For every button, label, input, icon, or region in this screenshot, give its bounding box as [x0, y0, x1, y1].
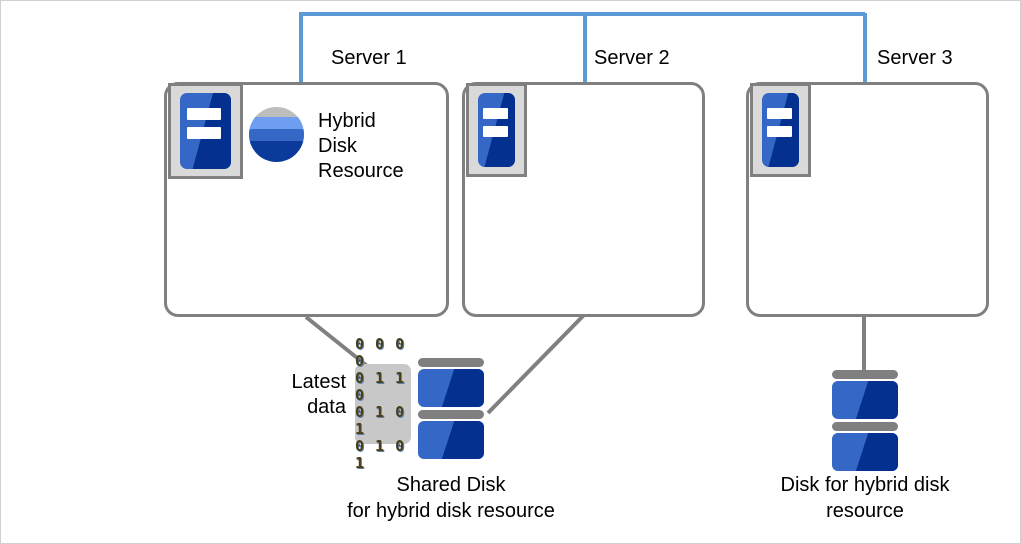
server-chassis [478, 93, 515, 167]
server-1-network-label: Server 1 [331, 47, 407, 69]
local-disk-icon[interactable] [832, 370, 898, 474]
local-disk-caption: Disk for hybrid disk resource [715, 472, 1015, 524]
data-bit-row-2: 0 1 1 0 [355, 369, 406, 404]
disk-platter-bar-2 [418, 410, 484, 419]
latest-data-label: Latest data [201, 370, 346, 420]
disk-platter-bar-2 [832, 422, 898, 431]
local-disk-caption-line-2: resource [826, 500, 904, 522]
disk-platter-shade [418, 369, 484, 407]
disk-platter-shade [832, 433, 898, 471]
server-chassis [762, 93, 799, 167]
server-slot-bar-1 [187, 108, 221, 120]
data-bit-row-1: 0 0 0 0 [355, 335, 406, 370]
disk-platter-bar-1 [418, 358, 484, 367]
latest-data-line-1: Latest [291, 371, 346, 393]
disk-platter-2 [418, 421, 484, 459]
server-slot-bar-2 [767, 126, 792, 138]
server-3-network-label: Server 3 [877, 47, 953, 69]
latest-data-line-2: data [307, 396, 346, 418]
server-2-network-label: Server 2 [594, 47, 670, 69]
connector-server2-shared-disk [486, 313, 586, 415]
disk-platter-1 [418, 369, 484, 407]
disk-platter-shade [418, 421, 484, 459]
server-slot-bar-1 [767, 107, 792, 119]
shared-disk-caption-line-1: Shared Disk [396, 474, 506, 496]
data-bit-row-3: 0 1 0 1 [355, 403, 406, 438]
server-1-icon [168, 83, 243, 179]
server-3-icon [750, 83, 811, 177]
hybrid-disk-resource-line-3: Resource [318, 160, 404, 182]
server-slot-bar-2 [187, 127, 221, 139]
data-bit-row-4: 0 1 0 1 [355, 437, 406, 472]
disk-platter-2 [832, 433, 898, 471]
hybrid-disk-resource-logo-icon [249, 107, 304, 162]
server-slot-bar-1 [483, 107, 508, 119]
disk-platter-shade [832, 381, 898, 419]
logo-wave-dark [249, 141, 304, 162]
disk-platter-1 [832, 381, 898, 419]
hybrid-disk-resource-line-2: Disk [318, 135, 357, 157]
server-slot-bar-2 [483, 126, 508, 138]
disk-platter-bar-1 [832, 370, 898, 379]
shared-disk-caption-line-2: for hybrid disk resource [347, 500, 555, 522]
server-1-box[interactable] [164, 82, 449, 317]
hybrid-disk-resource-line-1: Hybrid [318, 110, 376, 132]
shared-disk-caption: Shared Disk for hybrid disk resource [301, 472, 601, 524]
shared-disk-icon[interactable] [418, 358, 484, 462]
latest-data-bits-box: 0 0 0 0 0 1 1 0 0 1 0 1 0 1 0 1 [355, 336, 411, 472]
server-chassis [180, 93, 231, 169]
server-2-icon [466, 83, 527, 177]
local-disk-caption-line-1: Disk for hybrid disk [780, 474, 950, 496]
